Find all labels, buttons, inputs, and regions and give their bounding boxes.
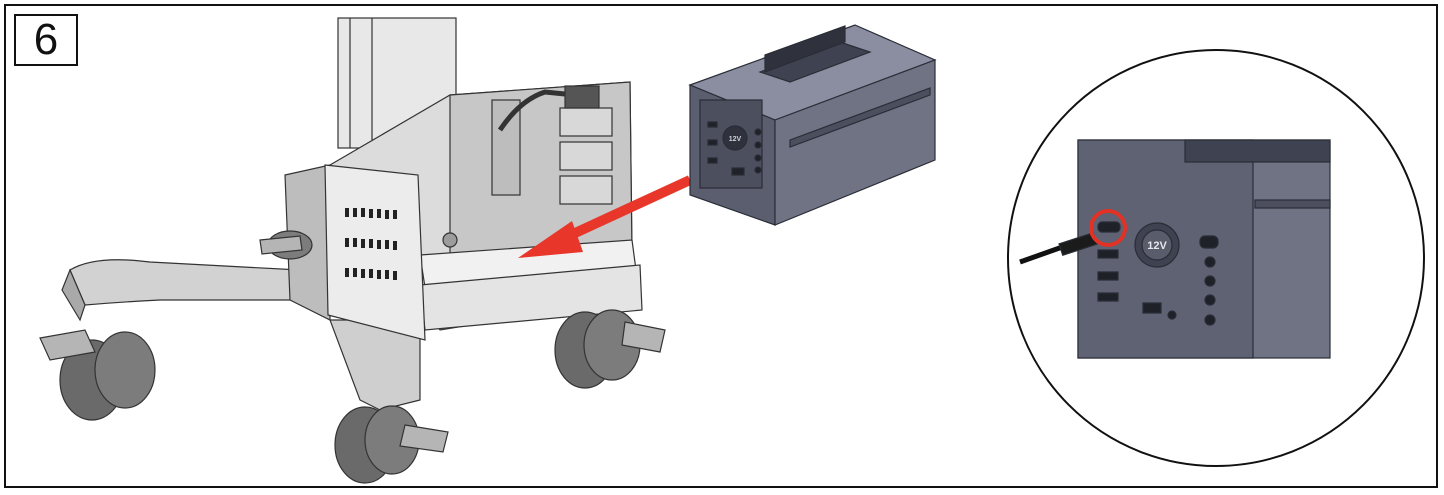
detail-callout: 12V xyxy=(1007,49,1425,467)
cable-plug-icon xyxy=(564,85,600,109)
vent-slots xyxy=(345,208,397,280)
caster-wheel-left xyxy=(39,329,156,421)
caster-wheel-back xyxy=(259,230,313,260)
svg-text:12V: 12V xyxy=(729,136,742,143)
caster-wheel-front xyxy=(334,405,449,484)
usb-c-port-highlight-icon xyxy=(1089,209,1127,247)
step-number: 6 xyxy=(14,14,78,66)
portable-power-station: 12V xyxy=(688,24,937,226)
12v-socket-label: 12V xyxy=(1147,240,1167,252)
battery-closeup-handle xyxy=(1184,139,1331,163)
insert-arrow-icon xyxy=(518,175,693,258)
cart-base-leg-left xyxy=(69,259,311,306)
caster-wheel-right xyxy=(554,309,666,389)
medical-cart xyxy=(39,17,666,484)
power-cable xyxy=(497,89,576,132)
usb-c-port xyxy=(1097,221,1121,233)
cart-side-panel xyxy=(324,164,426,341)
